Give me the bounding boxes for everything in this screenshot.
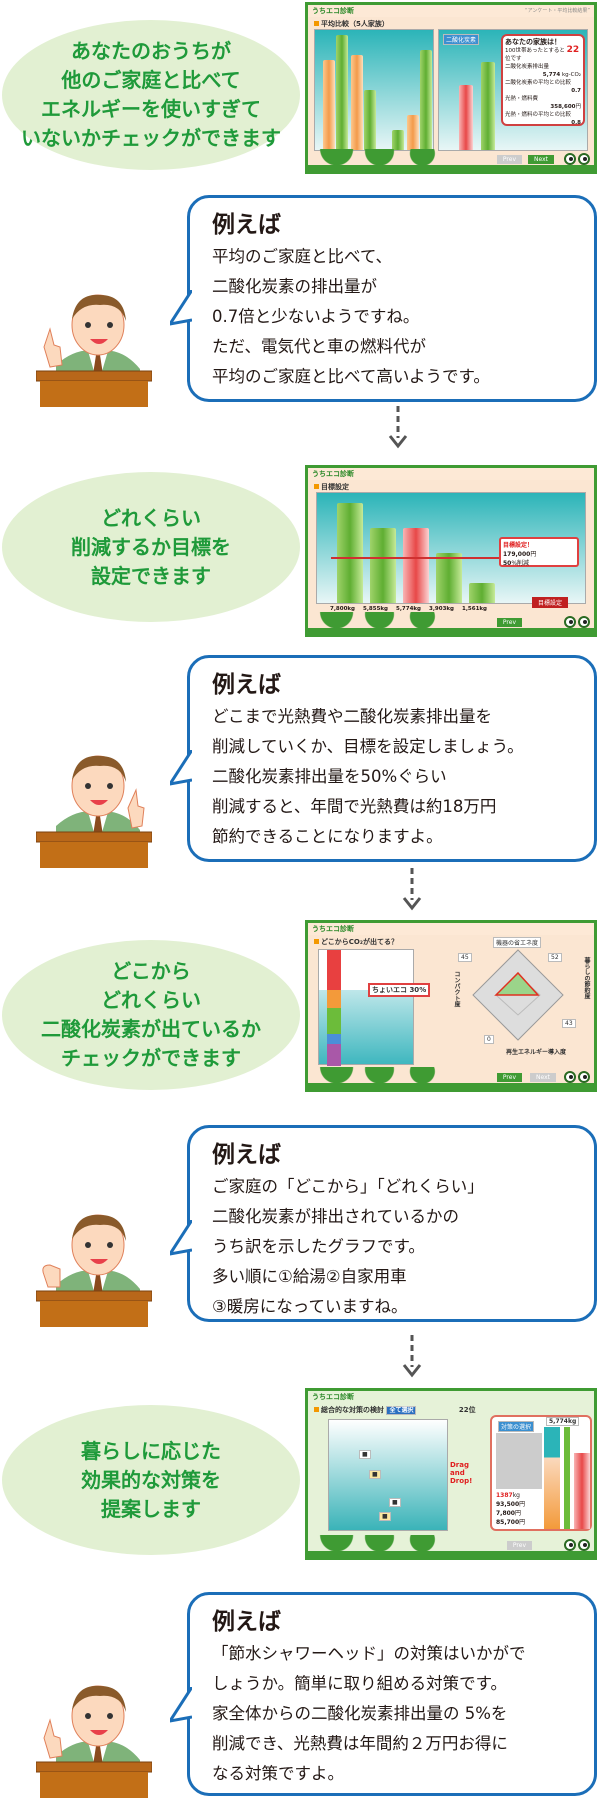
feature-headline: 暮らしに応じた 効果的な対策を 提案します (2, 1405, 300, 1555)
goal-chart-panel: 目標設定！ 179,000円 50%削減 (316, 492, 586, 604)
screenshot-co2-breakdown: うちエコ診断 どこからCO₂が出てる？ ちょいエコ 30% 機器の省エネ度 52… (305, 920, 597, 1092)
screen-title: 総合的な対策の検討 全て選択 22位 (308, 1403, 594, 1417)
grass-decoration (308, 1067, 594, 1089)
bubble-title: 例えば (212, 1142, 281, 1168)
presenter-man-icon (36, 294, 152, 407)
result-box: あなたの家族は！ 100世帯あったとすると 22位です 二酸化炭素排出量 5,7… (501, 34, 585, 126)
select-all-button[interactable]: 全て選択 (386, 1406, 417, 1415)
app-logo: うちエコ診断 (312, 925, 354, 933)
bubble-tail (170, 290, 192, 326)
radar-score: 0 (484, 1035, 494, 1044)
app-logo: うちエコ診断 (312, 1393, 354, 1401)
panel-label: 二酸化炭素 (443, 34, 480, 45)
down-arrow-icon (402, 868, 422, 911)
rank: 22 (458, 1406, 469, 1414)
grass-decoration (308, 612, 594, 634)
screen-title: どこからCO₂が出てる？ (308, 935, 594, 949)
radar-label-left: コンパクト度 (453, 971, 460, 1007)
next-button[interactable]: Next (530, 1073, 556, 1082)
drag-drop-hint: Drag and Drop! (450, 1461, 473, 1485)
bubble-tail (170, 1220, 192, 1256)
presenter-man-icon (36, 755, 152, 868)
radar-chart (472, 949, 564, 1041)
screenshot-measures: うちエコ診断 総合的な対策の検討 全て選択 22位 ■■■■ Drag and … (305, 1388, 597, 1560)
breakdown-chart-panel (318, 949, 414, 1066)
radar-score: 52 (548, 953, 562, 962)
eco-label: ちょいエコ 30% (368, 983, 431, 997)
bubble-title: 例えば (212, 672, 281, 698)
feature-headline: どれくらい 削減するか目標を 設定できます (2, 472, 300, 622)
bubble-body: 「節水シャワーヘッド」の対策はいかがで しょうか。簡単に取り組める対策です。 家… (212, 1644, 526, 1783)
measures-map-panel: ■■■■ (328, 1419, 448, 1531)
presenter-man-icon (36, 1214, 152, 1327)
radar-score: 43 (562, 1019, 576, 1028)
bubble-tail (170, 1687, 192, 1723)
prev-button[interactable]: Prev (496, 618, 522, 627)
cost-chart-panel (314, 29, 434, 151)
mascot-eyes-icon (564, 1071, 590, 1083)
down-arrow-icon (402, 1335, 422, 1378)
screenshot-goal-setting: うちエコ診断 目標設定 目標設定！ 179,000円 50%削減 7,800kg… (305, 465, 597, 637)
prev-button[interactable]: Prev (506, 1541, 532, 1550)
down-arrow-icon (388, 406, 408, 449)
goal-box: 目標設定！ 179,000円 50%削減 (499, 537, 579, 567)
speech-bubble: 例えば ご家庭の「どこから」「どれくらい」 二酸化炭素が排出されているかの うち… (170, 1125, 597, 1322)
mascot-eyes-icon (564, 616, 590, 628)
bubble-body: 平均のご家庭と比べて、 二酸化炭素の排出量が 0.7倍と少ないようですね。 ただ… (212, 247, 490, 386)
selection-panel: 対策の選択 5,774kg 1387kg 93,500円 7,800円 85,7… (490, 1415, 592, 1531)
subtitle: “アンケート・平均比較結果” (525, 8, 590, 14)
bubble-tail (170, 750, 192, 786)
mascot-eyes-icon (564, 1539, 590, 1551)
grass-decoration (308, 1535, 594, 1557)
app-logo: うちエコ診断 (312, 470, 354, 478)
speech-bubble: 例えば 平均のご家庭と比べて、 二酸化炭素の排出量が 0.7倍と少ないようですね… (170, 195, 597, 402)
radar-label-bottom: 再生エネルギー導入度 (506, 1049, 567, 1056)
bubble-title: 例えば (212, 1609, 281, 1635)
bubble-body: ご家庭の「どこから」「どれくらい」 二酸化炭素が排出されているかの うち訳を示し… (212, 1177, 484, 1316)
next-button[interactable]: Next (528, 155, 554, 164)
presenter-man-icon (36, 1685, 152, 1798)
bubble-title: 例えば (212, 212, 281, 238)
app-logo: うちエコ診断 (312, 7, 354, 15)
radar-label-top: 機器の省エネ度 (493, 937, 542, 948)
speech-bubble: 例えば 「節水シャワーヘッド」の対策はいかがで しょうか。簡単に取り組める対策で… (170, 1592, 597, 1796)
prev-button[interactable]: Prev (496, 1073, 522, 1082)
screen-title: 平均比較（5人家族） (308, 17, 594, 31)
screen-title: 目標設定 (308, 480, 594, 494)
goal-set-button[interactable]: 目標設定 (531, 597, 568, 608)
grass-decoration (308, 149, 594, 171)
radar-label-right: 暮らしの節約度 (583, 957, 590, 999)
radar-score: 45 (458, 953, 472, 962)
feature-headline: どこから どれくらい 二酸化炭素が出ているか チェックができます (2, 940, 300, 1090)
speech-bubble: 例えば どこまで光熱費や二酸化炭素排出量を 削減していくか、目標を設定しましょう… (170, 655, 597, 862)
feature-headline: あなたのおうちが 他のご家庭と比べて エネルギーを使いすぎて いないかチェックが… (2, 20, 300, 170)
screenshot-average-comparison: うちエコ診断 “アンケート・平均比較結果” 平均比較（5人家族） 二酸化炭素 あな… (305, 2, 597, 174)
co2-chart-panel: 二酸化炭素 あなたの家族は！ 100世帯あったとすると 22位です 二酸化炭素排… (438, 29, 588, 151)
mascot-eyes-icon (564, 153, 590, 165)
prev-button[interactable]: Prev (496, 155, 522, 164)
bubble-body: どこまで光熱費や二酸化炭素排出量を 削減していくか、目標を設定しましょう。 二酸… (212, 707, 524, 846)
